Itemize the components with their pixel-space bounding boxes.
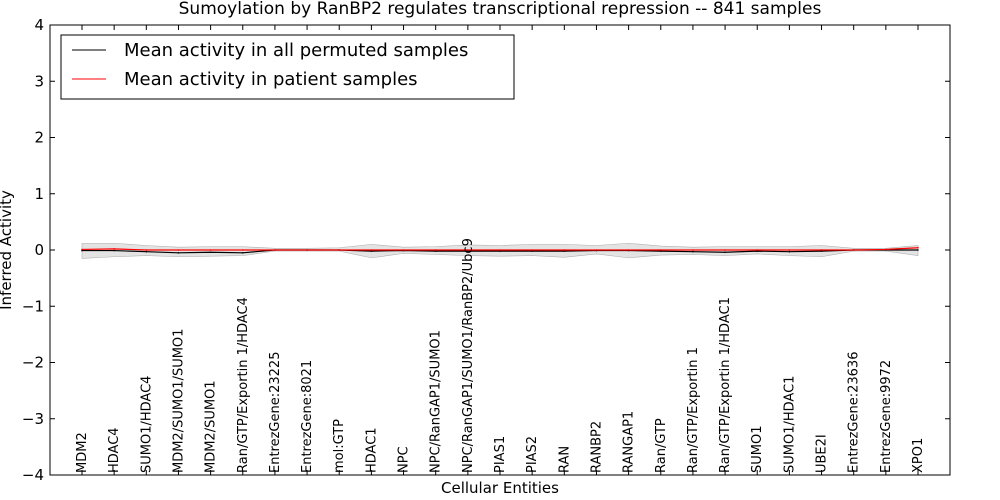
- series-1-point: [338, 249, 341, 251]
- y-tick-label: −2: [22, 354, 44, 372]
- series-1-point: [402, 249, 405, 251]
- series-0-point: [531, 250, 533, 252]
- series-1-point: [113, 248, 115, 250]
- x-tick-label: RANBP2: [589, 421, 604, 473]
- series-1-point: [659, 249, 662, 251]
- x-tick-label: SUMO1/HDAC4: [139, 376, 154, 473]
- x-tick-label: MDM2/SUMO1: [204, 380, 219, 473]
- y-tick-label: 3: [34, 72, 44, 90]
- y-tick-label: −4: [22, 466, 44, 484]
- series-0-point: [113, 249, 115, 252]
- series-1-point: [241, 249, 244, 251]
- series-0-point: [81, 249, 83, 252]
- x-tick-label: SUMO1/HDAC1: [782, 376, 797, 473]
- x-tick-label: Ran/GTP/Exportin 1: [686, 347, 701, 473]
- series-0-point: [241, 252, 244, 254]
- x-tick-label: Ran/GTP: [654, 418, 669, 473]
- series-0-point: [659, 250, 662, 252]
- x-tick-label: SUMO1: [750, 426, 765, 474]
- series-1-point: [274, 249, 276, 251]
- x-tick-label: EntrezGene:23636: [847, 352, 862, 473]
- y-tick-label: −1: [22, 297, 44, 315]
- x-tick-label: NPC/RanGAP1/SUMO1: [429, 330, 444, 473]
- x-tick-label: EntrezGene:8021: [300, 360, 315, 473]
- y-tick-label: −3: [22, 410, 44, 428]
- series-1-point: [531, 249, 533, 251]
- series-1-point: [595, 249, 598, 251]
- x-tick-label: XPO1: [911, 438, 926, 473]
- series-0-point: [820, 250, 823, 252]
- series-1-point: [820, 249, 823, 251]
- x-tick-label: mol:GTP: [332, 419, 347, 473]
- series-1-point: [756, 249, 759, 251]
- chart-title: Sumoylation by RanBP2 regulates transcri…: [179, 0, 822, 19]
- series-0-point: [467, 250, 469, 252]
- x-axis-label: Cellular Entities: [441, 479, 559, 497]
- y-tick-label: 0: [34, 241, 44, 259]
- series-0-point: [145, 250, 148, 253]
- series-1-point: [81, 248, 83, 251]
- legend-box: [60, 34, 515, 100]
- series-1-point: [885, 248, 887, 251]
- x-tick-label: HDAC4: [107, 427, 122, 473]
- x-tick-label: Ran/GTP/Exportin 1/HDAC4: [236, 297, 251, 473]
- x-tick-label: NPC: [397, 446, 412, 473]
- x-tick-label: RANGAP1: [622, 411, 637, 473]
- legend-label-patient: Mean activity in patient samples: [124, 69, 418, 90]
- legend-label-permuted: Mean activity in all permuted samples: [124, 40, 468, 61]
- series-1-point: [370, 249, 373, 251]
- x-tick-label: MDM2: [75, 432, 90, 473]
- x-tick-label: MDM2/SUMO1/SUMO1: [171, 329, 186, 473]
- series-layer: [81, 246, 919, 254]
- series-0-point: [370, 250, 373, 252]
- x-tick-label: UBE2I: [815, 434, 830, 473]
- series-1-point: [917, 246, 919, 249]
- series-0-point: [692, 250, 694, 253]
- series-0-point: [563, 250, 566, 252]
- series-0-point: [724, 251, 726, 254]
- x-tick-label: EntrezGene:23225: [268, 352, 283, 473]
- series-1-point: [145, 249, 148, 251]
- x-axis: MDM2 HDAC4 SUMO1/HDAC4 MDM2/SUMO1/SUMO1 MDM2…: [75, 25, 926, 475]
- x-tick-label: Ran/GTP/Exportin 1/HDAC1: [718, 297, 733, 473]
- y-tick-label: 1: [34, 185, 44, 203]
- legend: Mean activity in all permuted samples Me…: [60, 34, 515, 100]
- series-0-point: [177, 252, 180, 254]
- series-1-point: [627, 249, 630, 251]
- y-axis-label: Inferred Activity: [0, 190, 15, 310]
- x-tick-label: NPC/RanGAP1/SUMO1/RanBP2/Ubc9: [461, 238, 476, 473]
- series-1-point: [209, 249, 212, 251]
- series-0-point: [788, 250, 791, 253]
- series-1-point: [852, 249, 855, 251]
- x-tick-label: PIAS1: [493, 436, 508, 473]
- series-1-point: [692, 249, 694, 251]
- x-tick-label: HDAC1: [364, 427, 379, 473]
- series-1-point: [306, 249, 308, 251]
- series-1-point: [434, 249, 437, 251]
- series-0-point: [209, 251, 212, 254]
- series-0-point: [756, 250, 759, 252]
- x-tick-label: PIAS2: [525, 436, 540, 473]
- x-tick-label: EntrezGene:9972: [879, 360, 894, 473]
- y-tick-label: 2: [34, 129, 44, 147]
- series-0-point: [434, 250, 437, 252]
- y-tick-label: 4: [34, 16, 44, 34]
- series-0-point: [499, 250, 501, 252]
- series-1-point: [467, 249, 469, 251]
- series-0-point: [917, 249, 919, 251]
- series-1-point: [499, 249, 501, 251]
- series-1-point: [177, 249, 180, 251]
- series-1-point: [724, 249, 726, 251]
- series-1-point: [788, 249, 791, 251]
- series-1-point: [563, 249, 566, 251]
- y-axis: −4 −3 −2 −1 0 1 2 3 4: [22, 16, 950, 484]
- x-tick-label: RAN: [557, 446, 572, 473]
